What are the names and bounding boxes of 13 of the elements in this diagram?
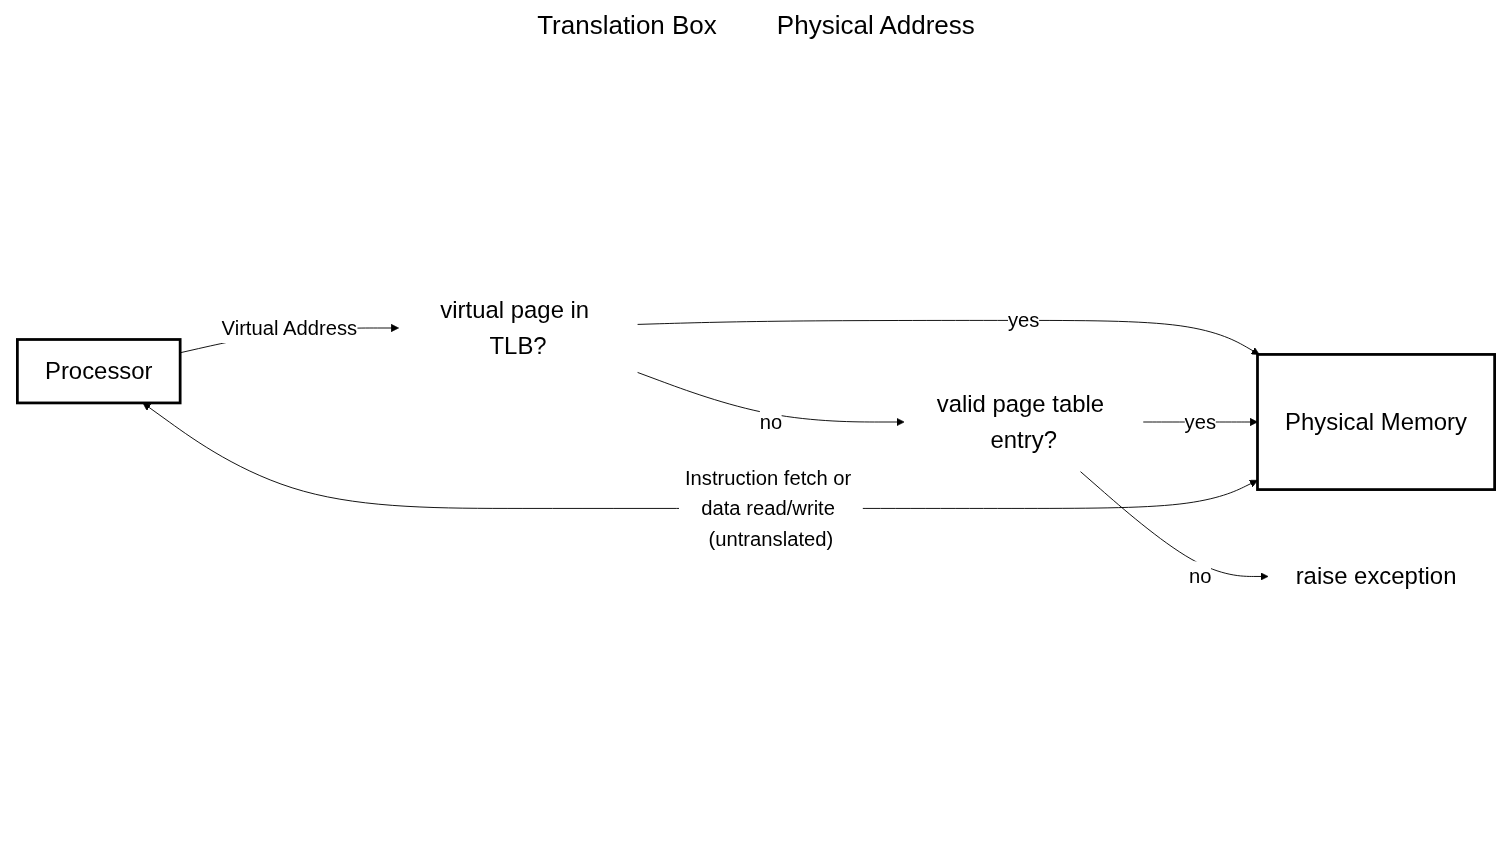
note-text: Physical Address xyxy=(776,10,975,41)
edge-label: Virtual Address xyxy=(221,316,358,340)
edge-label: yes xyxy=(1184,410,1217,434)
edge-label: no xyxy=(1189,565,1212,589)
node-box: Physical Memory xyxy=(1256,353,1496,492)
edge-label: no xyxy=(759,410,783,434)
node-text: virtual page in TLB? xyxy=(440,296,590,360)
node-text: valid page table entry? xyxy=(936,390,1105,454)
note-text: Translation Box xyxy=(537,10,717,41)
node-text: raise exception xyxy=(1295,562,1457,591)
edge-label: yes xyxy=(1007,309,1040,333)
node-box: Processor xyxy=(16,338,182,405)
edge-label: Instruction fetch or data read/write (untranslated) xyxy=(684,466,852,551)
